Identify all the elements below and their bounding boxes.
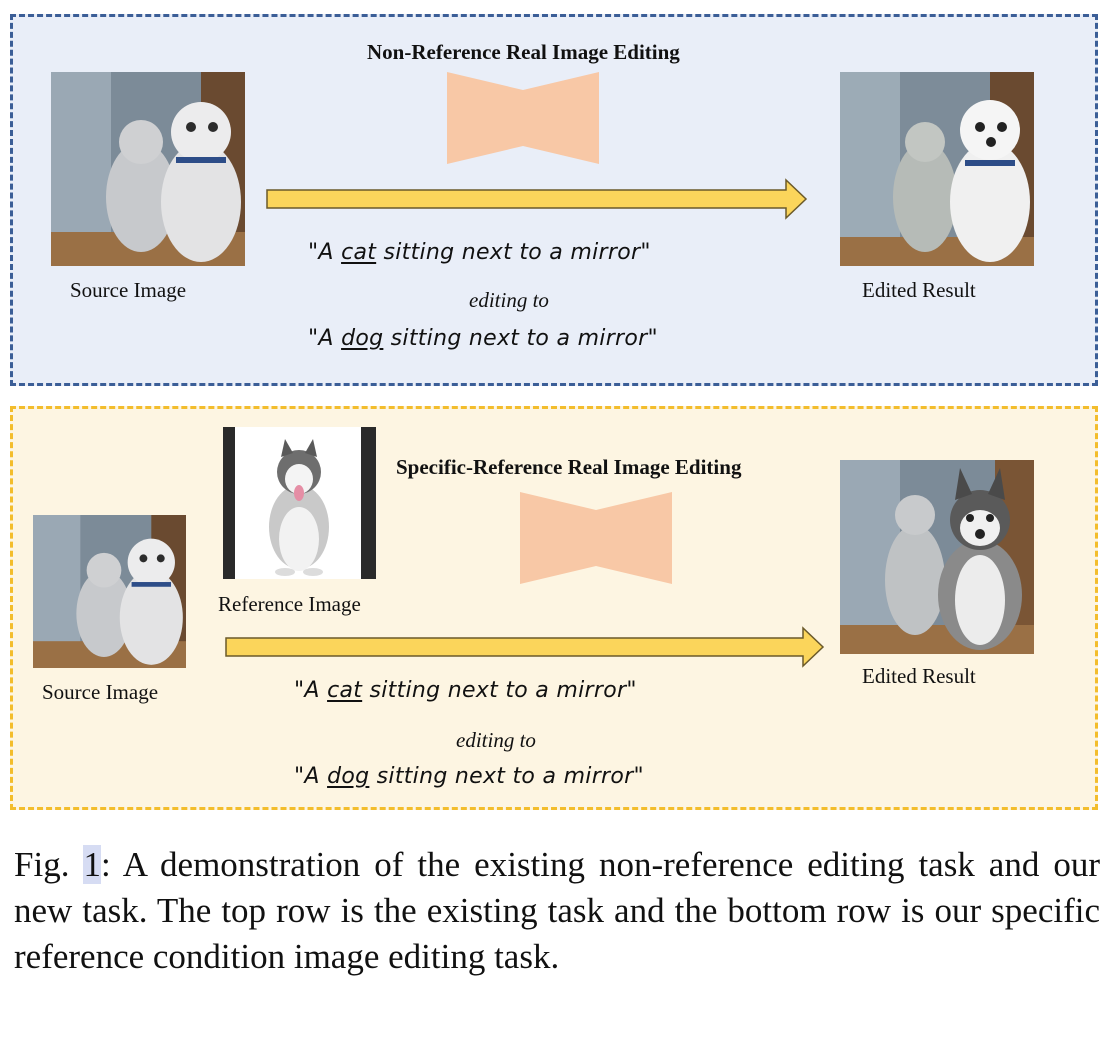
- top-model-icon: [447, 72, 599, 164]
- figure-caption: Fig. 1: A demonstration of the existing …: [14, 845, 1100, 976]
- figure-number: 1: [83, 845, 101, 884]
- top-target-prompt: "A dog sitting next to a mirror": [308, 326, 658, 351]
- top-editing-to: editing to: [469, 288, 549, 312]
- bottom-edited-result-image: [840, 460, 1034, 654]
- reference-image-label: Reference Image: [218, 592, 361, 616]
- bottom-editing-to: editing to: [456, 728, 536, 752]
- top-panel-title: Non-Reference Real Image Editing: [367, 40, 680, 64]
- bottom-target-keyword: dog: [327, 764, 370, 789]
- top-editing-arrow: [266, 178, 808, 220]
- bottom-editing-arrow: [225, 626, 825, 668]
- reference-image: [223, 427, 376, 579]
- bottom-source-image: [33, 515, 186, 668]
- top-target-keyword: dog: [341, 326, 384, 351]
- top-source-prompt: "A cat sitting next to a mirror": [308, 240, 651, 265]
- top-edited-result-image: [840, 72, 1034, 266]
- bottom-target-prompt: "A dog sitting next to a mirror": [294, 764, 644, 789]
- top-source-label: Source Image: [70, 278, 187, 302]
- top-source-keyword: cat: [341, 240, 377, 265]
- bottom-source-label: Source Image: [42, 680, 159, 704]
- bottom-panel-title: Specific-Reference Real Image Editing: [396, 455, 742, 479]
- bottom-result-label: Edited Result: [862, 664, 976, 688]
- bottom-source-prompt: "A cat sitting next to a mirror": [294, 678, 637, 703]
- bottom-model-icon: [520, 492, 672, 584]
- bottom-source-keyword: cat: [327, 678, 363, 703]
- top-result-label: Edited Result: [862, 278, 976, 302]
- top-source-image: [51, 72, 245, 266]
